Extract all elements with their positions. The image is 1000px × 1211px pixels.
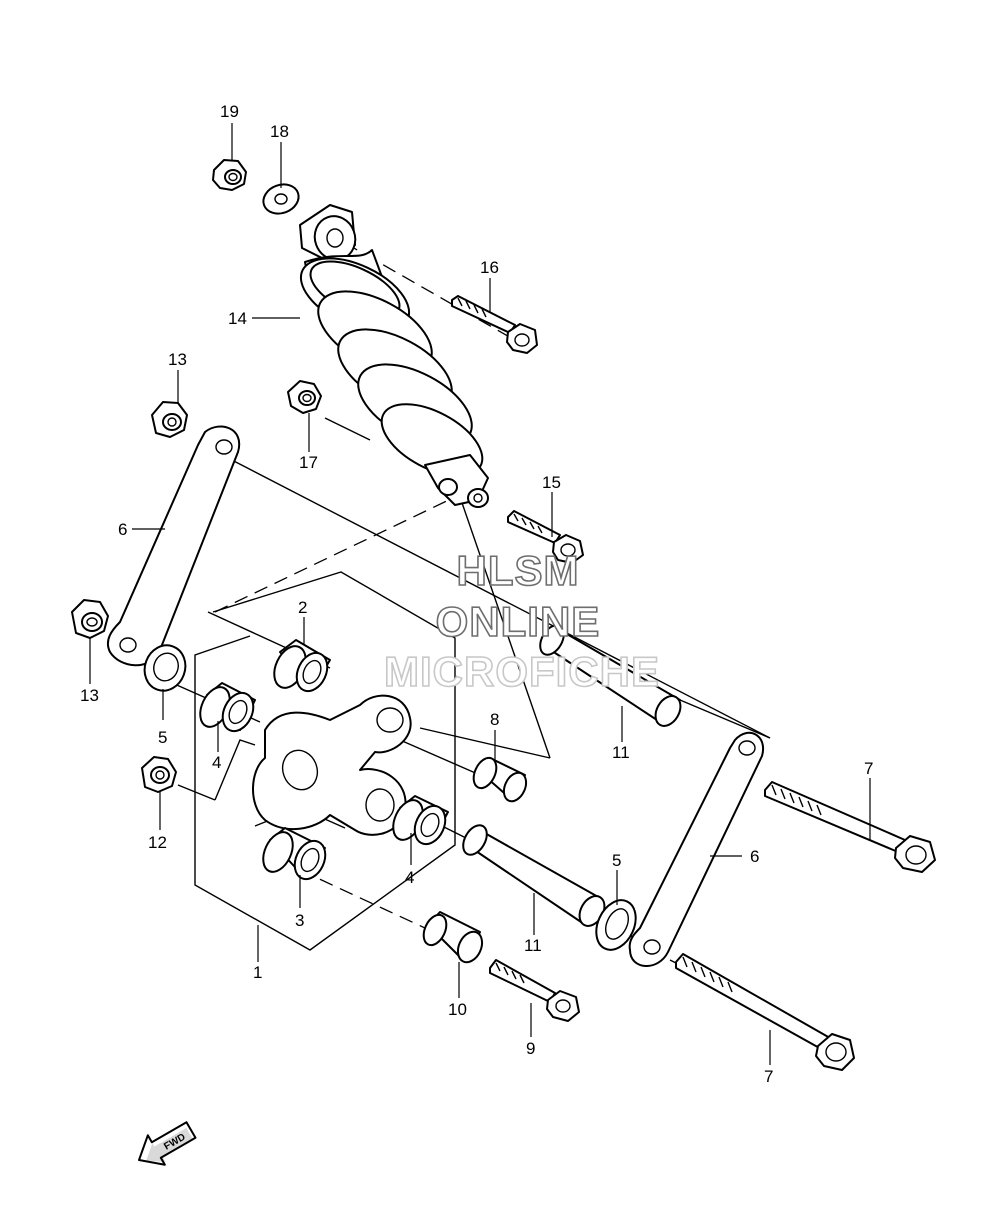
- callout-18: 18: [270, 122, 289, 141]
- callout-8: 8: [490, 710, 499, 729]
- leader-lines: [89, 123, 871, 1065]
- watermark: HLSM ONLINE MICROFICHE: [383, 546, 660, 696]
- callout-labels: 19 18 16 14 13 17 15 6 13 5 12 2 4 8 4 3…: [80, 102, 873, 1086]
- callout-6-left: 6: [118, 520, 127, 539]
- callout-9: 9: [526, 1039, 535, 1058]
- nut-13-upper: [151, 401, 188, 438]
- callout-11-upper: 11: [612, 743, 630, 762]
- bearing-2: [273, 639, 331, 693]
- bolt-7-lower: [675, 953, 855, 1071]
- collar-8: [472, 756, 528, 803]
- callout-4-left: 4: [212, 753, 221, 772]
- nut-12: [141, 756, 177, 793]
- nut-19: [212, 159, 247, 191]
- shock-absorber-14: [299, 204, 489, 508]
- cushion-lever: [252, 694, 412, 836]
- bearing-3: [262, 827, 327, 881]
- callout-5-right: 5: [612, 851, 621, 870]
- link-rod-6-left: [106, 425, 241, 667]
- callout-14: 14: [228, 309, 247, 328]
- bolt-9: [489, 959, 580, 1022]
- sleeve-11-upper: [539, 624, 682, 727]
- link-rod-6-right: [628, 731, 765, 967]
- callout-19: 19: [220, 102, 239, 121]
- bolt-16: [451, 295, 538, 354]
- collar-10: [422, 911, 484, 964]
- callout-17: 17: [299, 453, 318, 472]
- callout-1: 1: [253, 963, 262, 982]
- callout-12: 12: [148, 833, 167, 852]
- washer-18: [262, 183, 300, 215]
- callout-2: 2: [298, 598, 307, 617]
- callout-15: 15: [542, 473, 561, 492]
- sleeve-11-lower: [462, 824, 606, 927]
- callout-13-lower: 13: [80, 686, 99, 705]
- fwd-arrow: FWD: [138, 1121, 197, 1166]
- callout-7-lower: 7: [764, 1067, 773, 1086]
- callout-6-right: 6: [750, 847, 759, 866]
- bearing-4-left: [199, 682, 256, 733]
- spacer-5-right: [595, 899, 637, 951]
- watermark-line-2: ONLINE: [436, 598, 601, 645]
- spacer-5-left: [143, 644, 187, 692]
- callout-3: 3: [295, 911, 304, 930]
- nut-13-lower: [71, 599, 109, 639]
- callout-16: 16: [480, 258, 499, 277]
- callout-11-lower: 11: [524, 936, 542, 955]
- watermark-line-1: HLSM: [457, 547, 580, 594]
- callout-5-left: 5: [158, 728, 167, 747]
- callout-10: 10: [448, 1000, 467, 1019]
- nut-17: [287, 380, 322, 414]
- bolt-15: [507, 510, 584, 564]
- bearing-4-right: [392, 795, 449, 846]
- watermark-line-3: MICROFICHE: [384, 648, 660, 695]
- callout-7-upper: 7: [864, 759, 873, 778]
- bolt-7-upper: [764, 781, 936, 873]
- callout-13-upper: 13: [168, 350, 187, 369]
- callout-4-right: 4: [405, 868, 414, 887]
